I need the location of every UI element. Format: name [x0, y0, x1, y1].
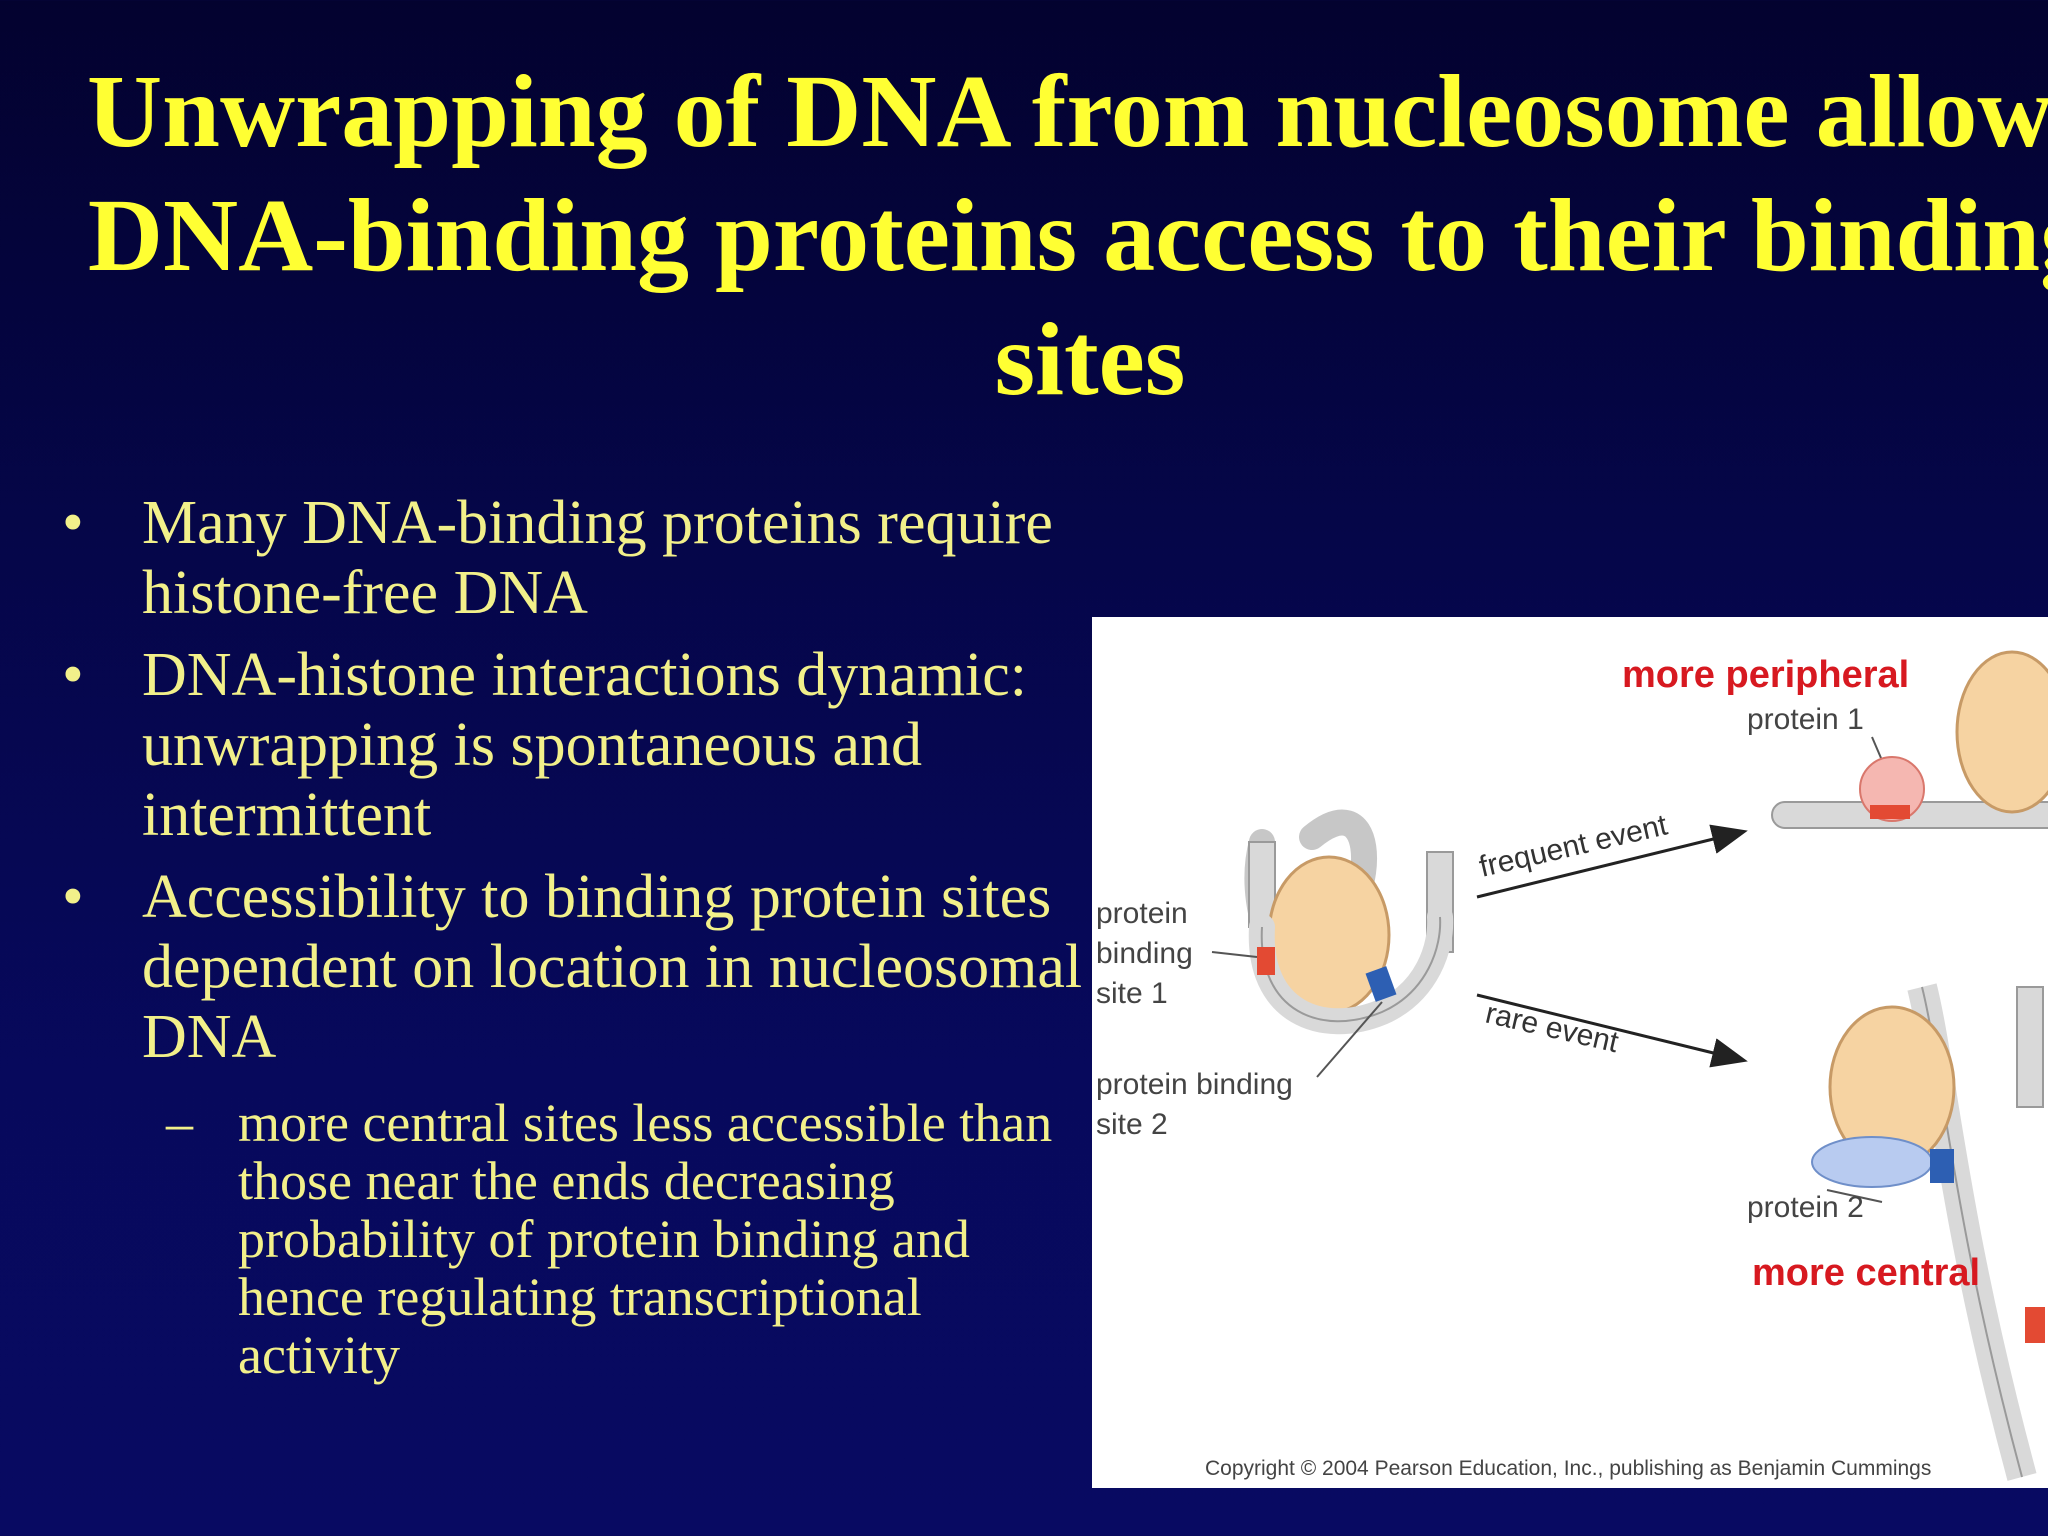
dna-wrap-edge	[1260, 916, 1442, 1023]
site-1-label-line-2: binding	[1096, 937, 1193, 970]
wrapped-nucleosome	[1244, 809, 1454, 1035]
binding-site-1-bottom-mark	[2025, 1307, 2045, 1343]
binding-site-2-mark	[1365, 966, 1397, 1002]
binding-site-2-bottom-mark	[1930, 1149, 1954, 1183]
bullet-text: Accessibility to binding protein sites d…	[142, 863, 1083, 1071]
title-line-2: DNA-binding proteins access to their bin…	[87, 178, 2048, 293]
bullet-marker: •	[62, 863, 84, 931]
site-1-label-line-1: protein	[1096, 897, 1188, 930]
bullet-text: Many DNA-binding proteins require histon…	[142, 489, 1053, 627]
protein-1-label: protein 1	[1747, 703, 1864, 736]
bullet-item: • DNA-histone interactions dynamic: unwr…	[48, 640, 1088, 850]
bullet-item: • Many DNA-binding proteins require hist…	[48, 488, 1088, 628]
copyright-text: Copyright © 2004 Pearson Education, Inc.…	[1205, 1457, 1931, 1480]
histone-core-top	[1955, 650, 2048, 814]
bullet-marker: •	[62, 489, 84, 557]
site-1-leader-line	[1211, 951, 1258, 958]
peripheral-nucleosome	[1771, 650, 2048, 829]
bullet-text: DNA-histone interactions dynamic: unwrap…	[142, 641, 1028, 849]
central-nucleosome	[1811, 983, 2045, 1481]
title-line-3: sites	[994, 302, 1186, 417]
site-1-label-line-3: site 1	[1096, 977, 1168, 1010]
nucleosome-diagram: protein binding site 1 protein binding s…	[1096, 650, 2048, 1481]
title-line-1: Unwrapping of DNA from nucleosome allows	[87, 54, 2048, 169]
slide-title: Unwrapping of DNA from nucleosome allows…	[0, 50, 2048, 422]
frequent-event-arrow	[1476, 824, 1748, 899]
site-2-label-line-1: protein binding	[1096, 1068, 1293, 1101]
nucleosome-figure: protein binding site 1 protein binding s…	[1092, 617, 2048, 1488]
binding-site-1-top-mark	[1870, 805, 1910, 819]
more-peripheral-label: more peripheral	[1622, 654, 1909, 696]
sub-bullet-item: – more central sites less accessible tha…	[48, 1094, 1088, 1384]
binding-site-1-mark	[1257, 947, 1275, 975]
protein-2-shape	[1811, 1136, 1933, 1188]
bullet-item: • Accessibility to binding protein sites…	[48, 862, 1088, 1072]
bullet-marker: •	[62, 641, 84, 709]
sub-bullet-text: more central sites less accessible than …	[238, 1093, 1053, 1385]
site-2-leader-line	[1316, 1001, 1383, 1078]
protein-2-label: protein 2	[1747, 1191, 1864, 1224]
dna-end-bottom-right	[2016, 986, 2044, 1108]
rare-event-arrow	[1476, 993, 1748, 1068]
more-central-label: more central	[1752, 1252, 1980, 1294]
bullet-list: • Many DNA-binding proteins require hist…	[48, 488, 1088, 1384]
site-2-label-line-2: site 2	[1096, 1108, 1168, 1141]
sub-bullet-marker: –	[166, 1093, 193, 1153]
protein-2-leader-line	[1826, 1189, 1883, 1203]
rare-event-label: rare event	[1482, 997, 1622, 1060]
